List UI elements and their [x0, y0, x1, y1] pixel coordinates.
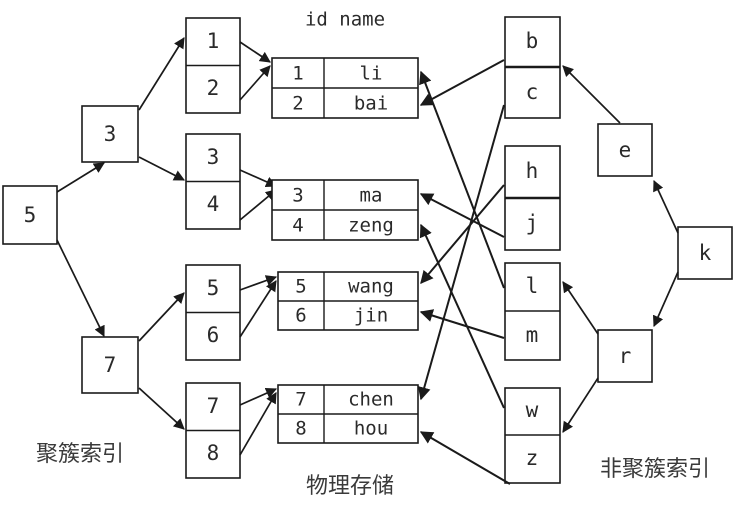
cell-id: 3: [292, 185, 303, 207]
clustered-tree-edges: [56, 37, 185, 430]
clustered-root-node-5[interactable]: 5: [2, 185, 58, 245]
nonclustered-leaf-b-c[interactable]: b c: [504, 16, 561, 119]
clustered-leaf-1-2[interactable]: 1 2: [185, 17, 241, 114]
nonclustered-to-storage-pointers: [417, 59, 511, 485]
leaf-key: z: [526, 446, 539, 470]
cell-name: wang: [348, 276, 394, 298]
caption-physical-storage: 物理存储: [306, 474, 394, 499]
cell-name: chen: [348, 389, 394, 411]
nonclustered-leaf-w-z[interactable]: w z: [504, 387, 561, 484]
nonclustered-index-group: b c h j l m w z e: [504, 16, 733, 484]
cell-name: zeng: [348, 215, 394, 237]
clustered-leaf-5-6[interactable]: 5 6: [185, 264, 241, 361]
clustered-leaf-7-8[interactable]: 7 8: [185, 382, 241, 479]
storage-page-4[interactable]: 7 chen 8 hou: [277, 384, 419, 444]
leaf-key: c: [526, 80, 539, 104]
clustered-node-7[interactable]: 7: [81, 336, 139, 394]
physical-storage-group: id name 1 li 2 bai 3 ma 4 zeng 5 w: [271, 9, 419, 444]
leaf-key: 3: [207, 145, 220, 169]
leaf-key: 5: [207, 276, 220, 300]
leaf-key: 7: [207, 394, 220, 418]
storage-page-2[interactable]: 3 ma 4 zeng: [271, 179, 419, 241]
nonclustered-root-node-k[interactable]: k: [677, 226, 733, 280]
node-label: e: [619, 138, 632, 162]
caption-nonclustered-index: 非聚簇索引: [600, 457, 710, 482]
leaf-key: j: [526, 211, 539, 235]
leaf-key: l: [526, 274, 539, 298]
cell-name: ma: [360, 185, 383, 207]
table-header-id-name: id name: [305, 9, 385, 31]
leaf-key: 4: [207, 192, 220, 216]
cell-name: jin: [354, 305, 388, 327]
nonclustered-leaf-h-j[interactable]: h j: [504, 145, 561, 251]
cell-id: 4: [292, 215, 303, 237]
cell-id: 1: [292, 63, 303, 85]
clustered-index-group: 5 3 7 1 2 3 4 5: [2, 17, 278, 479]
cell-id: 5: [295, 276, 306, 298]
cell-id: 6: [295, 305, 306, 327]
leaf-key: m: [526, 323, 539, 347]
storage-page-3[interactable]: 5 wang 6 jin: [277, 271, 419, 331]
clustered-leaf-to-page-edges: [239, 41, 278, 456]
node-label: 3: [104, 122, 117, 146]
leaf-key: h: [526, 159, 539, 183]
leaf-key: 2: [207, 76, 220, 100]
leaf-key: b: [526, 29, 539, 53]
nonclustered-leaf-l-m[interactable]: l m: [504, 262, 561, 361]
cell-name: bai: [354, 93, 388, 115]
cell-id: 7: [295, 389, 306, 411]
leaf-key: 1: [207, 29, 220, 53]
nonclustered-node-r[interactable]: r: [597, 329, 653, 383]
clustered-leaf-3-4[interactable]: 3 4: [185, 133, 241, 230]
leaf-key: 8: [207, 441, 220, 465]
caption-clustered-index: 聚簇索引: [36, 442, 124, 467]
node-label: 5: [24, 203, 37, 227]
node-label: r: [619, 344, 632, 368]
nonclustered-tree-edges: [562, 65, 679, 433]
storage-page-1[interactable]: 1 li 2 bai: [271, 57, 419, 119]
cell-name: hou: [354, 418, 388, 440]
cell-name: li: [360, 63, 383, 85]
leaf-key: w: [526, 398, 539, 422]
leaf-key: 6: [207, 323, 220, 347]
node-label: k: [699, 241, 712, 265]
cell-id: 8: [295, 418, 306, 440]
nonclustered-node-e[interactable]: e: [597, 123, 653, 177]
node-label: 7: [104, 353, 117, 377]
cell-id: 2: [292, 93, 303, 115]
clustered-node-3[interactable]: 3: [81, 105, 139, 163]
